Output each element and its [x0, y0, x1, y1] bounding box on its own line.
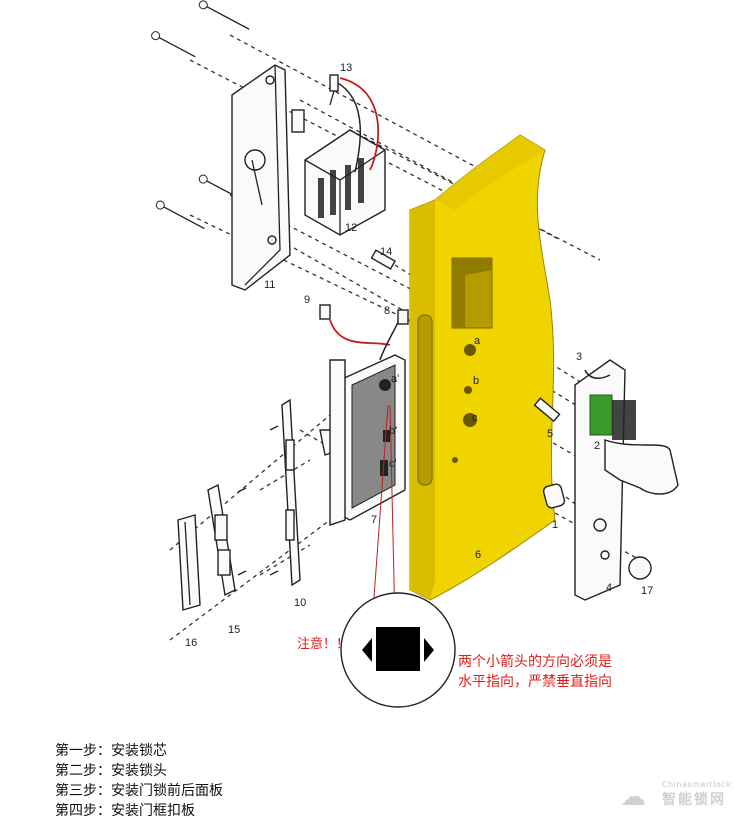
step-4: 第四步：安装门框扣板 [55, 803, 195, 819]
door [409, 134, 556, 601]
hole-label-b: b [473, 375, 480, 387]
label-14: 14 [380, 246, 393, 258]
spindle-5 [533, 397, 561, 423]
wires [319, 304, 409, 361]
arrow-right-icon [424, 638, 434, 662]
label-2: 2 [594, 440, 601, 452]
hole-label-c: c [472, 412, 478, 424]
label-15: 15 [228, 624, 241, 636]
label-5: 5 [547, 428, 554, 440]
battery-box [304, 77, 386, 236]
arrow-detail-callout [340, 404, 456, 708]
label-12: 12 [345, 222, 358, 234]
label-9: 9 [304, 294, 311, 306]
attention-text: 注意！！ [297, 637, 350, 652]
label-11: 11 [264, 279, 276, 291]
faceplate [281, 398, 301, 587]
watermark: ☁ Chinasmartlock 智能锁网 [620, 780, 732, 812]
cap-17 [628, 556, 652, 580]
label-10: 10 [294, 597, 307, 609]
connector-13 [329, 74, 339, 106]
label-8: 8 [384, 305, 391, 317]
label-3: 3 [576, 351, 583, 363]
spindle-14 [370, 249, 396, 270]
strike-box [177, 514, 201, 611]
lock-cylinder [542, 483, 566, 509]
step-2: 第二步：安装锁头 [55, 763, 167, 779]
mortise-lock-body [319, 354, 406, 526]
hole-label-b-prime: b' [389, 425, 398, 437]
watermark-line2: 智能锁网 [662, 792, 726, 808]
label-16: 16 [185, 637, 198, 649]
hole-label-c-prime: c' [389, 458, 397, 470]
label-6: 6 [475, 549, 482, 561]
arrow-warning-line1: 两个小箭头的方向必须是 [458, 654, 612, 670]
watermark-cloud-icon: ☁ [620, 782, 646, 812]
screws [151, 0, 279, 576]
hole-label-a: a [474, 335, 481, 347]
back-panel [231, 64, 305, 291]
step-3: 第三步：安装门锁前后面板 [55, 783, 223, 799]
step-1: 第一步：安装锁芯 [55, 743, 167, 759]
hole-label-a-prime: a' [391, 373, 400, 385]
installation-steps: 第一步：安装锁芯 第二步：安装锁头 第三步：安装门锁前后面板 第四步：安装门框扣… [55, 741, 223, 821]
arrow-left-icon [362, 638, 372, 662]
label-17: 17 [641, 585, 654, 597]
label-7: 7 [371, 514, 378, 526]
watermark-line1: Chinasmartlock [662, 780, 732, 789]
strike-plate [207, 483, 236, 597]
arrow-warning-line2: 水平指向，严禁垂直指向 [458, 674, 612, 690]
label-1: 1 [552, 519, 559, 531]
label-13: 13 [340, 62, 353, 74]
front-handle-assembly [574, 359, 679, 601]
label-4: 4 [606, 582, 613, 594]
